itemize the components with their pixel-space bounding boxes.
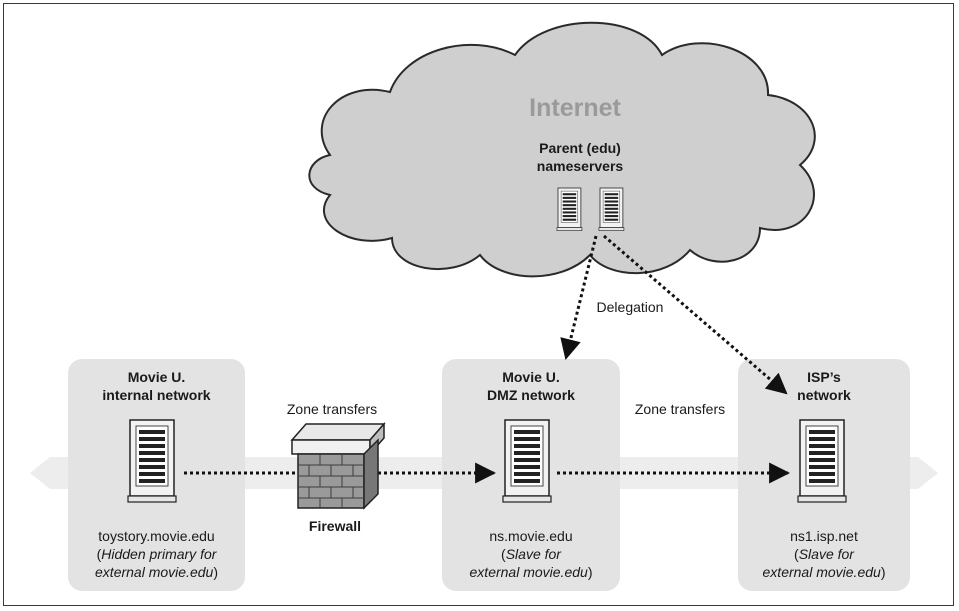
delegation-label: Delegation — [596, 299, 664, 315]
internet-cloud — [308, 21, 816, 278]
close-paren: ) — [587, 564, 593, 580]
internal-note-text-2: external movie.edu — [95, 564, 214, 580]
diagram-frame — [3, 3, 954, 606]
close-paren: ) — [213, 564, 218, 580]
firewall-icon — [290, 422, 386, 510]
open-paren: ( — [96, 546, 102, 562]
dmz-host-note-line1: (Slave for — [442, 545, 620, 563]
parent-nameserver-icon — [598, 187, 625, 232]
internal-host-note-line1: (Hidden primary for — [68, 545, 245, 563]
internal-network-title-line2: internal network — [102, 387, 211, 403]
isp-host-note-line1: (Slave for — [738, 545, 910, 563]
zone-transfers-label-right: Zone transfers — [634, 401, 726, 417]
parent-nameserver-icon — [556, 187, 583, 232]
dmz-note-text-2: external movie.edu — [469, 564, 588, 580]
isp-network-title-line2: network — [797, 387, 851, 403]
close-paren: ) — [880, 564, 886, 580]
isp-host-name: ns1.isp.net — [790, 528, 858, 544]
dmz-host-note-line2: external movie.edu) — [442, 563, 620, 581]
dmz-server-icon — [502, 419, 552, 503]
delegation-arrow-isp — [603, 234, 788, 395]
firewall-label: Firewall — [308, 518, 362, 534]
isp-note-text-1: Slave for — [798, 546, 854, 562]
dmz-network-title-line2: DMZ network — [487, 387, 575, 403]
dmz-note-text-1: Slave for — [505, 546, 561, 562]
zone-transfers-label-left: Zone transfers — [286, 401, 378, 417]
dmz-network-title-line1: Movie U. — [502, 369, 560, 385]
internal-host-note-line2: external movie.edu) — [68, 563, 245, 581]
internal-network-title-line1: Movie U. — [127, 369, 186, 385]
isp-server-icon — [797, 419, 847, 503]
internet-title: Internet — [529, 94, 621, 122]
open-paren: ( — [501, 546, 506, 562]
isp-note-text-2: external movie.edu — [762, 564, 881, 580]
internal-note-text-1: Hidden primary for — [101, 546, 217, 562]
isp-host-note-line2: external movie.edu) — [738, 563, 910, 581]
open-paren: ( — [794, 546, 799, 562]
internal-server-icon — [127, 419, 177, 503]
delegation-arrow-dmz — [560, 235, 598, 361]
parent-nameservers-label-line1: Parent (edu) — [539, 140, 621, 156]
dmz-host-name: ns.movie.edu — [489, 528, 573, 544]
parent-nameservers-label-line2: nameservers — [536, 158, 624, 174]
internal-host-name: toystory.movie.edu — [98, 528, 215, 544]
isp-network-title-line1: ISP’s — [807, 369, 841, 385]
